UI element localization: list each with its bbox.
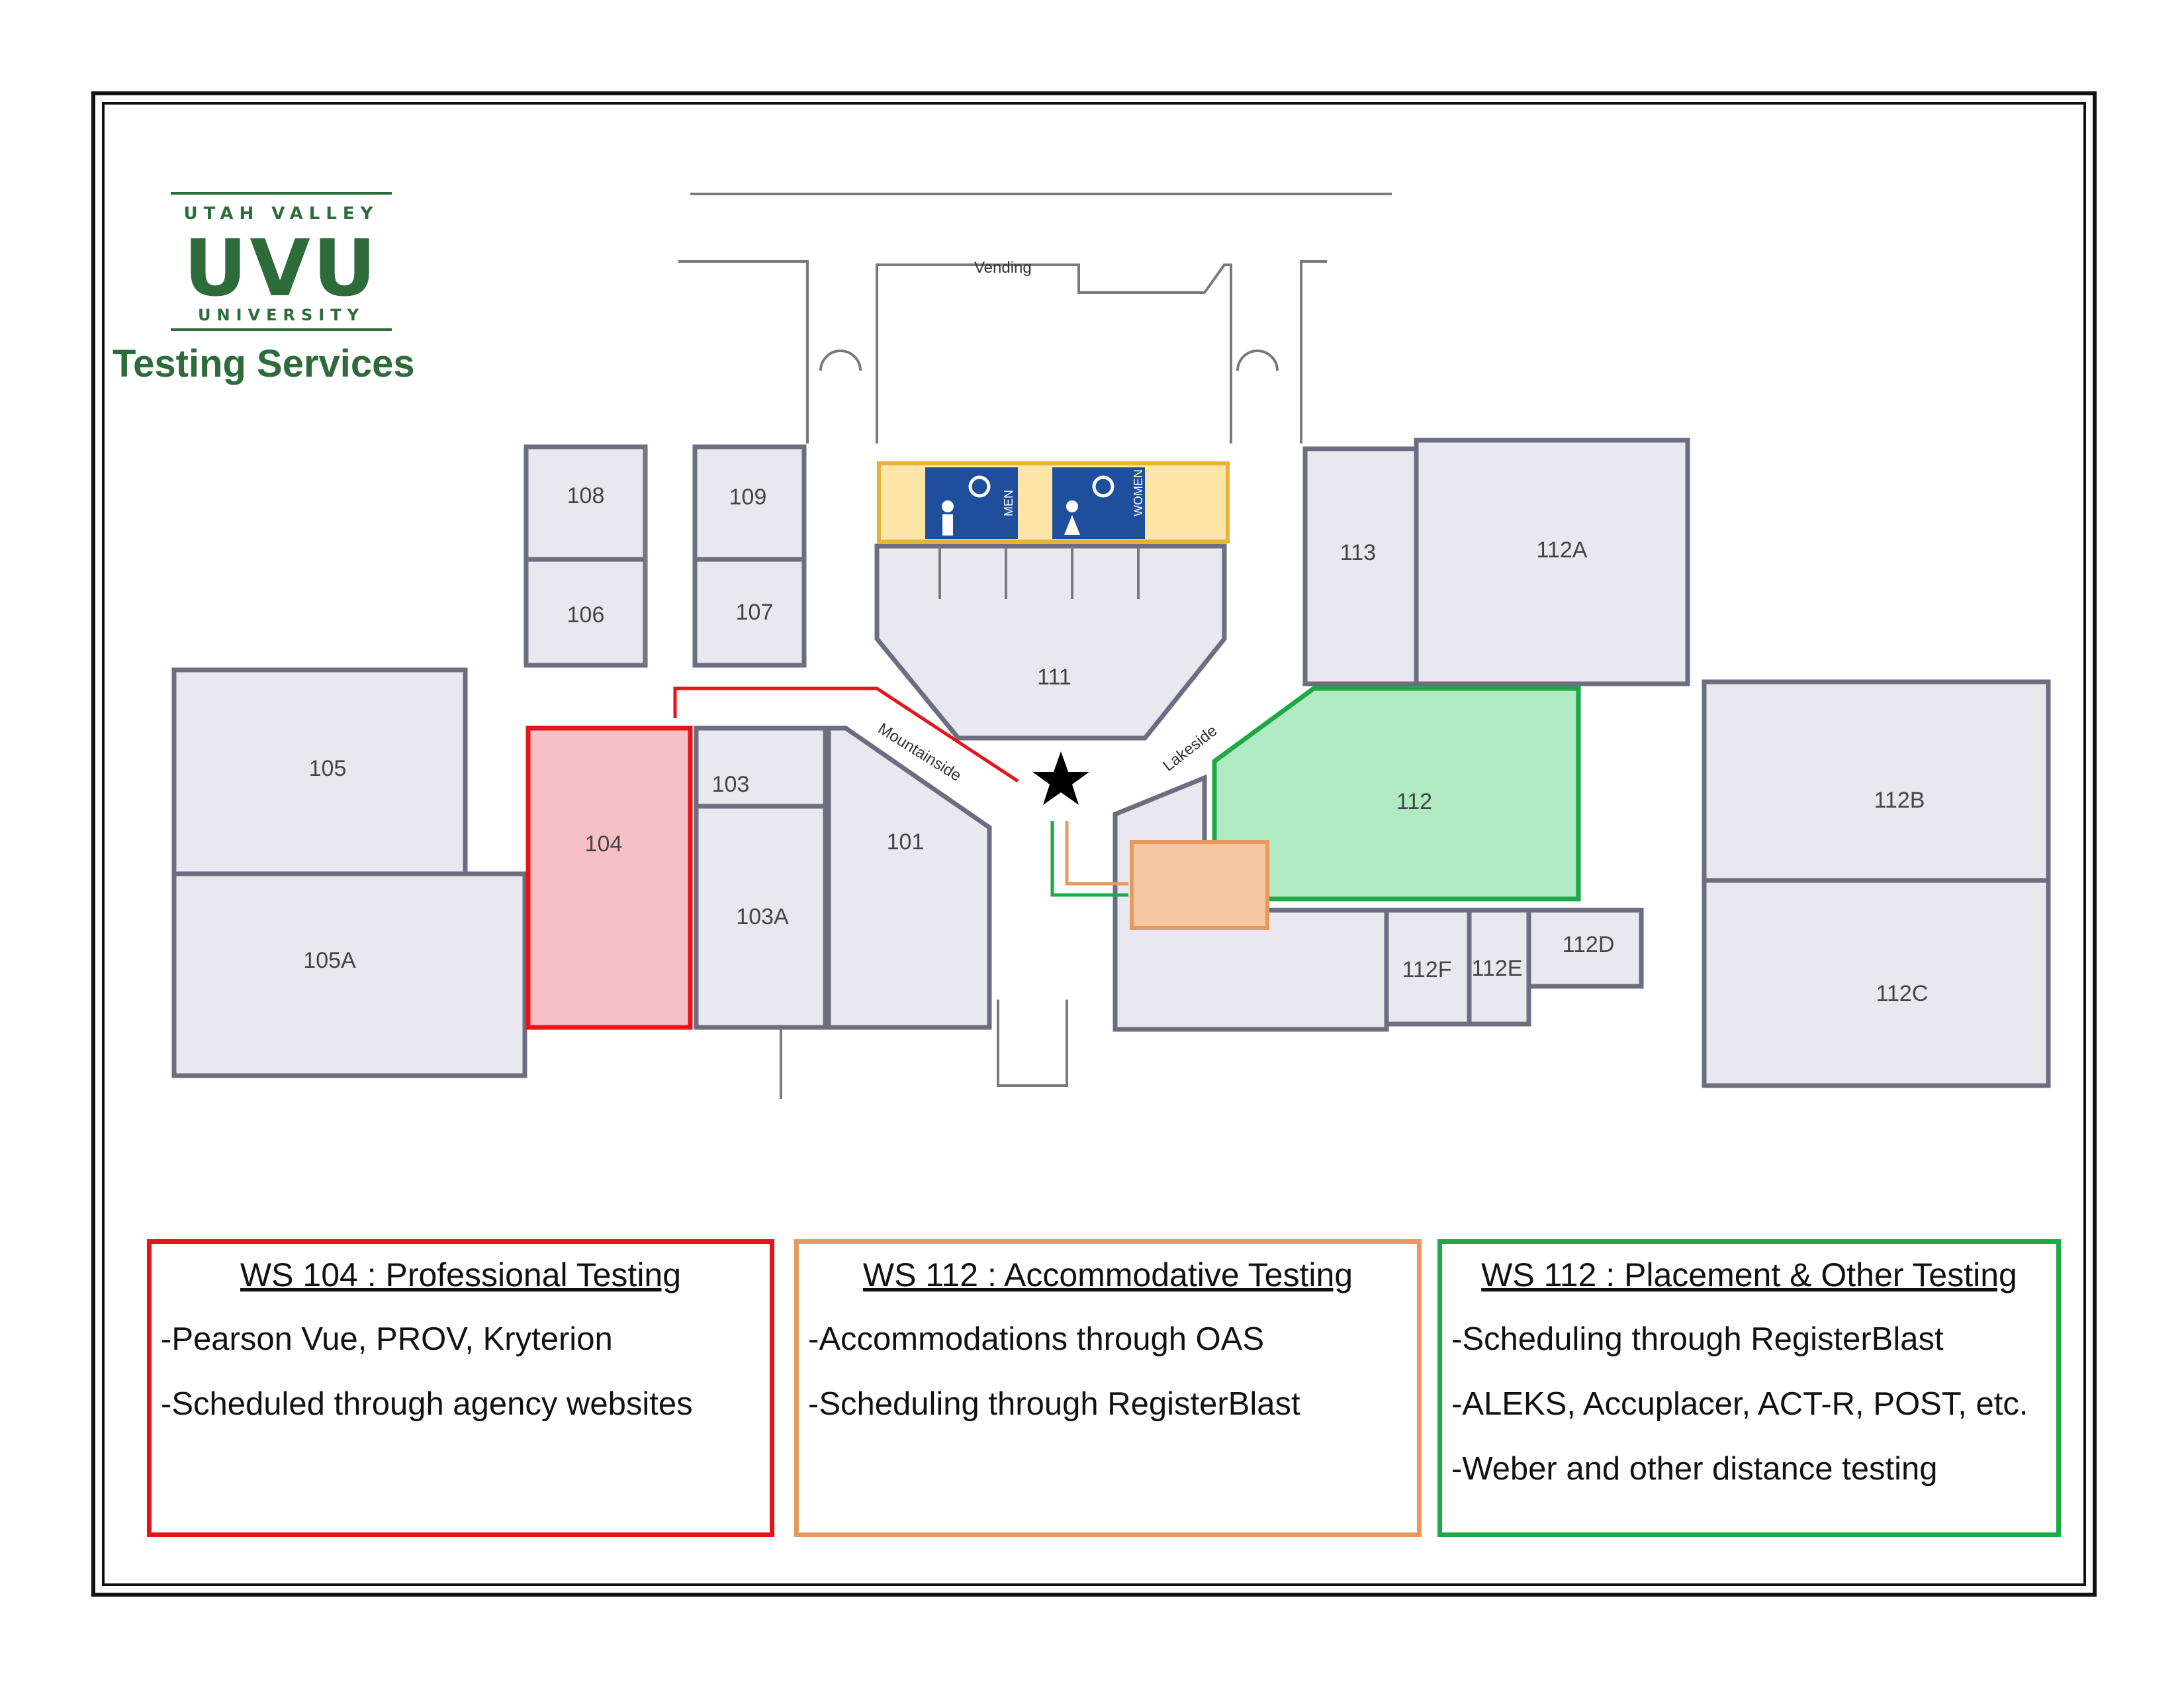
label-111: 111 — [1037, 665, 1071, 690]
label-113: 113 — [1340, 540, 1376, 565]
label-104: 104 — [585, 831, 623, 857]
label-112b: 112B — [1874, 788, 1925, 813]
page-frame-inner — [102, 102, 2086, 1586]
room-104[interactable] — [525, 726, 693, 1030]
legend-line: -Weber and other distance testing — [1451, 1451, 1938, 1487]
label-105: 105 — [309, 756, 347, 781]
legend-title: WS 112 : Accommodative Testing — [862, 1256, 1353, 1293]
room-108[interactable] — [523, 444, 648, 562]
room-109[interactable] — [692, 444, 807, 562]
legend-line: -Pearson Vue, PROV, Kryterion — [161, 1321, 613, 1357]
label-112c: 112C — [1876, 981, 1929, 1006]
room-107[interactable] — [692, 557, 807, 668]
label-109: 109 — [729, 485, 767, 510]
legend-line: -ALEKS, Accuplacer, ACT-R, POST, etc. — [1451, 1386, 2028, 1422]
legend-line: -Scheduling through RegisterBlast — [808, 1386, 1300, 1422]
legend-accommodative-testing: WS 112 : Accommodative Testing -Accommod… — [794, 1239, 1422, 1537]
room-105a[interactable] — [171, 871, 527, 1078]
room-111[interactable] — [874, 543, 1227, 741]
building-walls — [678, 193, 1392, 1099]
room-112a[interactable] — [1414, 438, 1690, 686]
room-112d[interactable] — [1526, 908, 1644, 989]
logo-university: UNIVERSITY — [198, 306, 365, 324]
label-112a: 112A — [1537, 538, 1588, 563]
label-103: 103 — [712, 772, 750, 797]
room-112-accommodative[interactable] — [1130, 840, 1269, 930]
label-112f: 112F — [1402, 957, 1452, 982]
logo-utah-valley: UTAH VALLEY — [183, 204, 379, 224]
legend-professional-testing: WS 104 : Professional Testing -Pearson V… — [147, 1239, 774, 1537]
route-to-104 — [673, 686, 1019, 783]
room-101[interactable] — [826, 726, 992, 1030]
wheelchair-icon — [942, 475, 1115, 536]
label-105a: 105A — [303, 948, 356, 973]
room-103a[interactable] — [694, 804, 828, 1030]
you-are-here-star-icon — [1032, 751, 1089, 805]
label-vending: Vending — [974, 259, 1032, 277]
label-112d: 112D — [1563, 932, 1615, 957]
page-frame-outer — [91, 91, 2097, 1597]
logo-rule-bottom — [171, 328, 392, 331]
route-to-112-orange — [1065, 821, 1128, 886]
legend-placement-testing: WS 112 : Placement & Other Testing -Sche… — [1437, 1239, 2061, 1537]
label-103a: 103A — [736, 904, 789, 929]
logo-mark: UVU — [183, 222, 379, 314]
restroom-men-label: MEN — [1002, 490, 1015, 516]
room-103[interactable] — [694, 726, 828, 809]
label-107: 107 — [736, 600, 774, 625]
logo-testing-services: Testing Services — [113, 342, 415, 385]
label-112e: 112E — [1472, 956, 1523, 981]
label-112: 112 — [1396, 789, 1432, 814]
label-108: 108 — [567, 483, 605, 508]
legend-line: -Scheduling through RegisterBlast — [1451, 1321, 1944, 1357]
stall-walls — [938, 546, 1140, 599]
label-101: 101 — [887, 829, 925, 855]
legend-line: -Scheduled through agency websites — [161, 1386, 693, 1422]
legend-line: -Accommodations through OAS — [808, 1321, 1265, 1357]
label-106: 106 — [567, 602, 605, 628]
logo-rule-top — [171, 192, 392, 195]
room-112c[interactable] — [1702, 878, 2051, 1088]
room-112f[interactable] — [1384, 908, 1472, 1027]
restroom-women-label: WOMEN — [1132, 469, 1145, 516]
label-lakeside: Lakeside — [1160, 722, 1220, 774]
room-112b[interactable] — [1702, 679, 2051, 883]
room-112[interactable] — [1212, 686, 1581, 902]
legend-title: WS 104 : Professional Testing — [240, 1256, 682, 1293]
room-113[interactable] — [1302, 446, 1419, 686]
route-to-112-green — [1050, 821, 1128, 897]
legend-title: WS 112 : Placement & Other Testing — [1481, 1256, 2017, 1293]
